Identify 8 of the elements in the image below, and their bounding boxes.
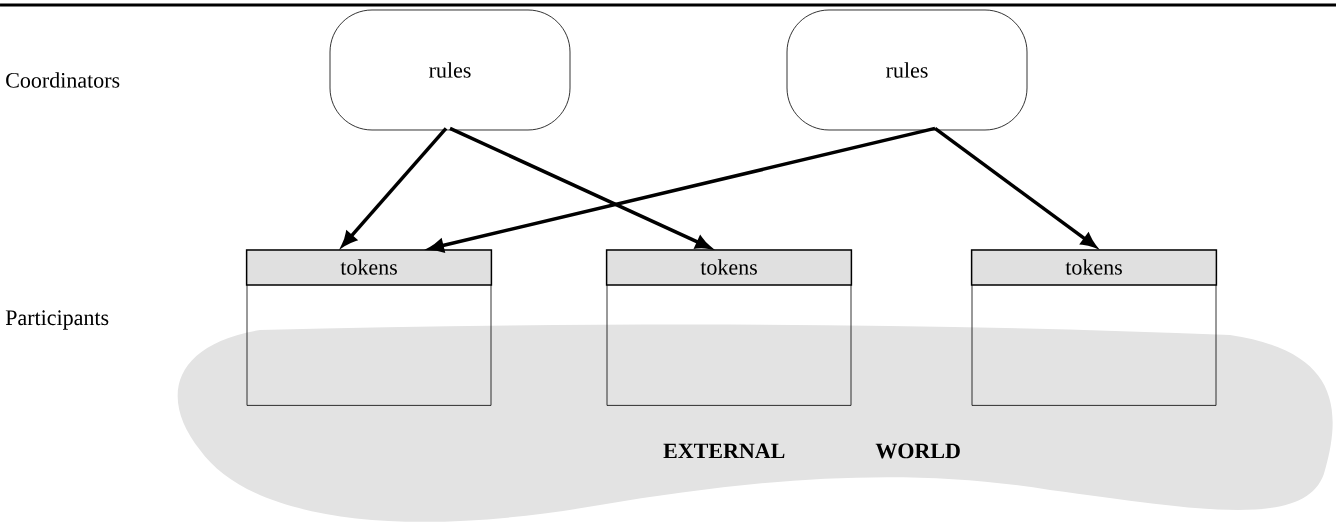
row-label: Participants bbox=[5, 310, 109, 330]
participant-box: tokens bbox=[605, 249, 853, 406]
row-label: Coordinators bbox=[6, 72, 120, 88]
rules-box: rules bbox=[329, 9, 571, 131]
participant-box: tokens bbox=[245, 249, 493, 406]
cloud: EXTERNAL WORLD bbox=[177, 324, 1333, 522]
rules-box: rules bbox=[786, 9, 1028, 131]
participant-box: tokens bbox=[970, 249, 1218, 406]
